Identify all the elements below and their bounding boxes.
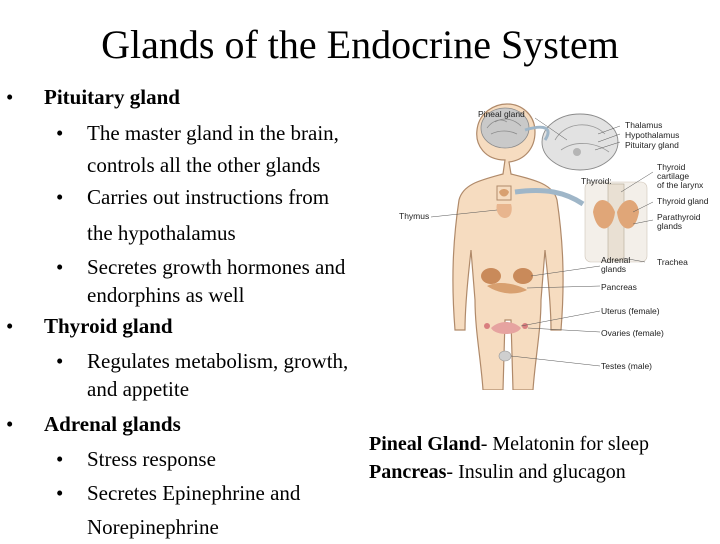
endocrine-diagram: Pineal gland Thalamus Hypothalamus Pitui… — [399, 103, 709, 390]
bullet-dot: • — [6, 412, 14, 436]
bullet-dot: • — [56, 481, 64, 505]
thymus-shape — [496, 204, 512, 218]
testes-shape — [498, 350, 512, 362]
label-adrenal-2: glands — [601, 264, 626, 274]
label-pancreas: Pancreas — [601, 282, 637, 292]
fact-pineal: Pineal Gland- Melatonin for sleep — [369, 430, 649, 458]
label-parathyroid-1: Parathyroid — [657, 212, 701, 222]
label-pineal: Pineal gland — [478, 109, 525, 119]
adrenal-left — [481, 268, 501, 284]
label-thymus: Thymus — [399, 211, 429, 221]
body-silhouette — [452, 103, 564, 390]
brain-inset-outline — [541, 113, 619, 171]
brain-folds — [486, 118, 522, 135]
fact-desc: - Insulin and glucagon — [446, 461, 626, 483]
fact-term: Pancreas — [369, 461, 447, 483]
label-parathyroid-2: glands — [657, 221, 682, 231]
label-uterus: Uterus (female) — [601, 306, 660, 316]
thyroid-marker — [496, 185, 512, 201]
sub-bullet-line-1: Regulates metabolism, growth, — [87, 349, 349, 373]
label-ovaries: Ovaries (female) — [601, 328, 664, 338]
sub-bullet-line-1: Stress response — [87, 447, 216, 471]
body-outline — [452, 103, 564, 390]
bullet-dot: • — [56, 349, 64, 373]
sub-bullet-line-1: Secretes Epinephrine and — [87, 481, 301, 505]
bullet-text: Thyroid gland — [44, 314, 173, 338]
thyroid-inset — [514, 181, 648, 263]
label-thyroid-cartilage-1: Thyroid — [657, 162, 686, 172]
pineal-dot — [573, 148, 581, 156]
bullet-dot: • — [6, 85, 14, 109]
bullet-text: Adrenal glands — [44, 412, 181, 436]
ovary-right — [522, 323, 528, 329]
fact-pancreas: Pancreas- Insulin and glucagon — [369, 458, 649, 486]
leader-lines — [430, 117, 654, 367]
label-pituitary: Pituitary gland — [625, 140, 679, 150]
brain-inset — [524, 113, 619, 171]
pancreas-shape — [487, 283, 527, 294]
slide-title: Glands of the Endocrine System — [101, 22, 619, 67]
label-trachea: Trachea — [657, 257, 688, 267]
label-thalamus: Thalamus — [625, 120, 662, 130]
sub-bullet-line-2: endorphins as well — [87, 283, 245, 307]
label-thyroid-cartilage-3: of the larynx — [657, 180, 704, 190]
bullet-dot: • — [6, 314, 14, 338]
sub-bullet-line-2: Norepinephrine — [87, 515, 219, 539]
label-adrenal-1: Adrenal — [601, 255, 630, 265]
sub-bullet-line-2: and appetite — [87, 377, 190, 401]
fact-desc: - Melatonin for sleep — [480, 433, 649, 455]
label-thyroid-gland: Thyroid gland — [657, 196, 709, 206]
uterus-shape — [491, 322, 521, 334]
bullet-dot: • — [56, 121, 64, 145]
thyroid-inset-arrow — [514, 188, 585, 207]
label-testes: Testes (male) — [601, 361, 652, 371]
thyroid-lobe-left — [593, 200, 615, 229]
bullet-dot: • — [56, 447, 64, 471]
sub-bullet-line-1: Secretes growth hormones and — [87, 255, 346, 279]
sub-bullet-line-1: Carries out instructions from — [87, 185, 330, 209]
fact-term: Pineal Gland — [369, 433, 481, 455]
ovary-left — [484, 323, 490, 329]
bullet-dot: • — [56, 255, 64, 279]
sub-bullet-line-2: the hypothalamus — [87, 221, 236, 245]
sub-bullet-line-1: The master gland in the brain, — [87, 121, 339, 145]
thyroid-lobe-right — [617, 200, 639, 229]
adrenal-right — [513, 268, 533, 284]
sub-bullet-line-2: controls all the other glands — [87, 153, 321, 177]
bullet-text: Pituitary gland — [44, 85, 180, 109]
label-hypothalamus: Hypothalamus — [625, 130, 679, 140]
bullet-dot: • — [56, 185, 64, 209]
thyroid-small — [499, 189, 509, 197]
label-thyroid-heading: Thyroid: — [581, 176, 612, 186]
label-thyroid-cartilage-2: cartilage — [657, 171, 689, 181]
brain-inset-folds — [554, 124, 610, 153]
gland-facts: Pineal Gland- Melatonin for sleep Pancre… — [369, 430, 649, 486]
brain-inset-arrow — [524, 125, 550, 141]
